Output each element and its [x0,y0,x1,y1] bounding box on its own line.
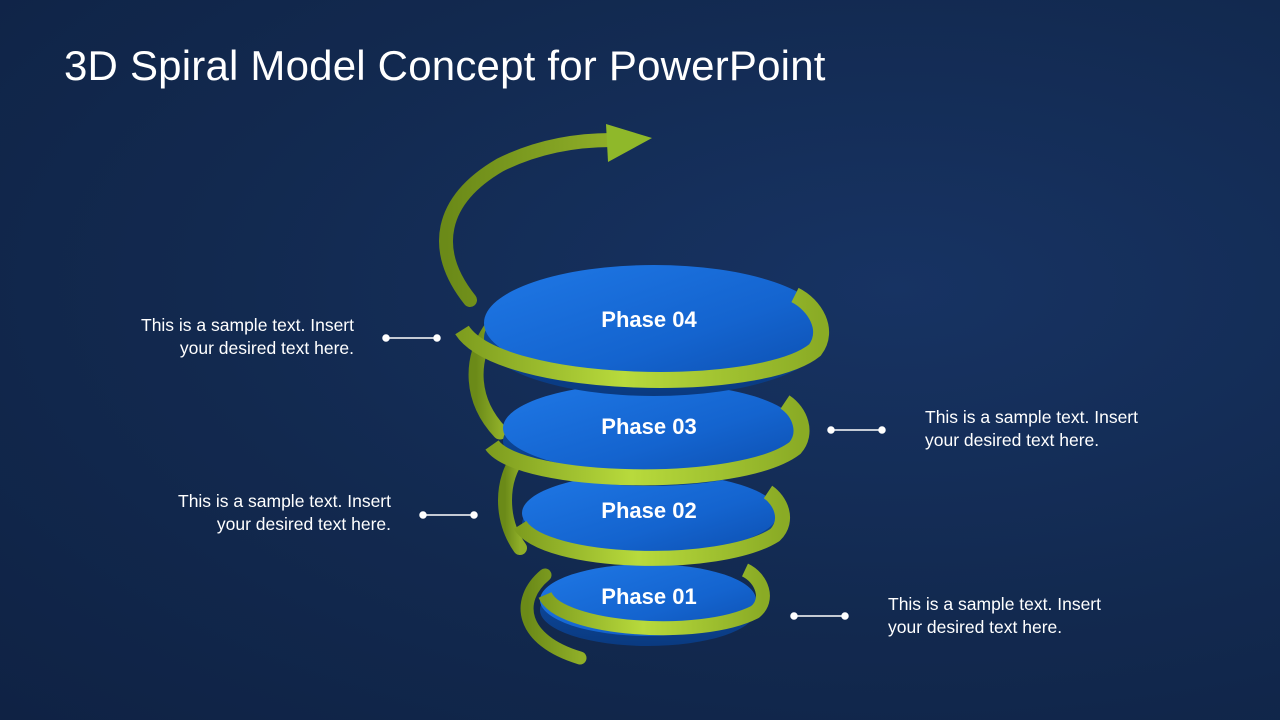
phase-label-03: Phase 03 [601,414,696,439]
connector-01 [790,612,849,620]
phase-disc-03 [503,383,797,486]
callout-line: This is a sample text. Insert [178,491,391,511]
callout-phase-03: This is a sample text. Insert your desir… [925,406,1138,452]
callout-line: your desired text here. [216,514,391,534]
callout-phase-02: This is a sample text. Insert your desir… [178,490,391,536]
spiral-ribbon-front [455,133,829,636]
phase-label-02: Phase 02 [601,498,696,523]
callout-phase-04: This is a sample text. Insert your desir… [141,314,354,360]
spiral-arrow-head [606,124,652,162]
callout-line: This is a sample text. Insert [888,594,1101,614]
connector-03 [827,426,886,434]
callout-line: This is a sample text. Insert [141,315,354,335]
callout-line: This is a sample text. Insert [925,407,1138,427]
spiral-ribbon-back [439,133,619,665]
phase-label-04: Phase 04 [601,307,697,332]
callout-line: your desired text here. [179,338,354,358]
phase-disc-02 [522,473,778,564]
connector-02 [419,511,478,519]
callout-line: your desired text here. [888,617,1063,637]
callout-line: your desired text here. [925,430,1100,450]
callout-phase-01: This is a sample text. Insert your desir… [888,593,1101,639]
connector-04 [382,334,441,342]
slide-title: 3D Spiral Model Concept for PowerPoint [64,42,826,89]
phase-label-01: Phase 01 [601,584,696,609]
